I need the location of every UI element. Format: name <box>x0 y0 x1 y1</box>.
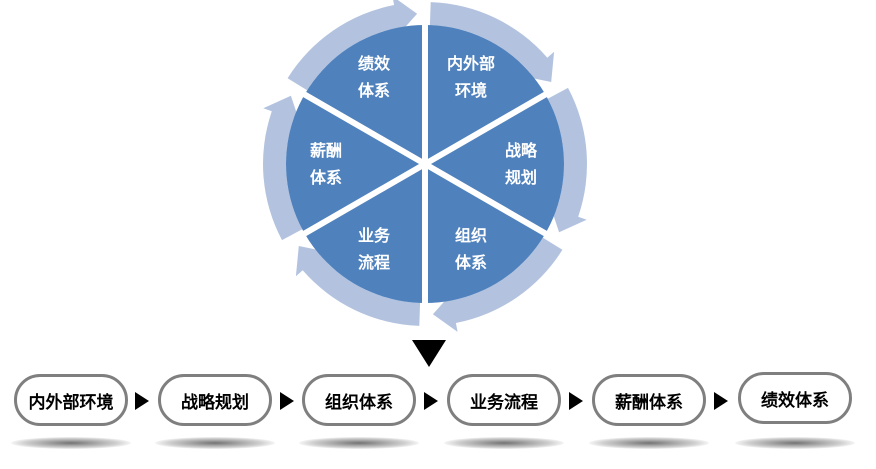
segment-performance-system: 绩效 体系 <box>334 50 414 104</box>
arrow-to-performance-icon <box>262 95 303 241</box>
segment-label-line: 内外部 <box>446 54 495 73</box>
flow-step-organization-system: 组织体系 <box>302 374 416 426</box>
segment-label-line: 绩效 <box>357 54 390 73</box>
segment-label-line: 环境 <box>454 81 487 100</box>
step-shadow <box>444 437 564 449</box>
segment-external-environment: 内外部 环境 <box>431 50 511 104</box>
right-arrow-icon <box>135 392 149 410</box>
segment-label-line: 规划 <box>504 168 537 187</box>
arrow-to-organization-icon <box>547 87 588 233</box>
segment-compensation-system: 薪酬 体系 <box>286 137 366 191</box>
arrow-to-business-icon <box>432 237 563 332</box>
segment-label-line: 体系 <box>309 168 342 187</box>
flow-step-strategy-planning: 战略规划 <box>158 374 272 426</box>
right-arrow-icon <box>714 392 728 410</box>
step-shadow <box>11 437 131 449</box>
segment-label-line: 体系 <box>454 253 487 272</box>
step-shadow <box>155 437 275 449</box>
arrow-to-strategy-icon <box>429 2 555 83</box>
flow-step-compensation-system: 薪酬体系 <box>592 374 706 426</box>
cycle-dividers <box>299 21 551 307</box>
segment-label-line: 流程 <box>357 253 390 272</box>
step-shadow <box>589 437 709 449</box>
flow-step-business-process: 业务流程 <box>447 374 561 426</box>
right-arrow-icon <box>424 392 438 410</box>
segment-label-line: 体系 <box>357 81 390 100</box>
segment-label-line: 薪酬 <box>309 141 342 160</box>
down-arrow-icon <box>412 340 446 367</box>
right-arrow-icon <box>569 392 583 410</box>
cycle-arrow-ring <box>262 0 588 332</box>
segment-business-process: 业务 流程 <box>334 222 414 276</box>
arrow-to-compensation-icon <box>295 246 421 326</box>
segment-label-line: 业务 <box>357 226 390 245</box>
arrow-to-external-icon <box>287 0 418 91</box>
flow-step-performance-system: 绩效体系 <box>738 372 852 424</box>
segment-label-line: 战略 <box>504 141 537 160</box>
step-shadow <box>735 437 855 449</box>
segment-label-line: 组织 <box>454 226 487 245</box>
flow-step-external-environment: 内外部环境 <box>14 374 128 426</box>
segment-organization-system: 组织 体系 <box>431 222 511 276</box>
segment-divider-line <box>299 89 551 239</box>
segment-strategy-planning: 战略 规划 <box>481 137 561 191</box>
right-arrow-icon <box>280 392 294 410</box>
step-shadow <box>299 437 419 449</box>
